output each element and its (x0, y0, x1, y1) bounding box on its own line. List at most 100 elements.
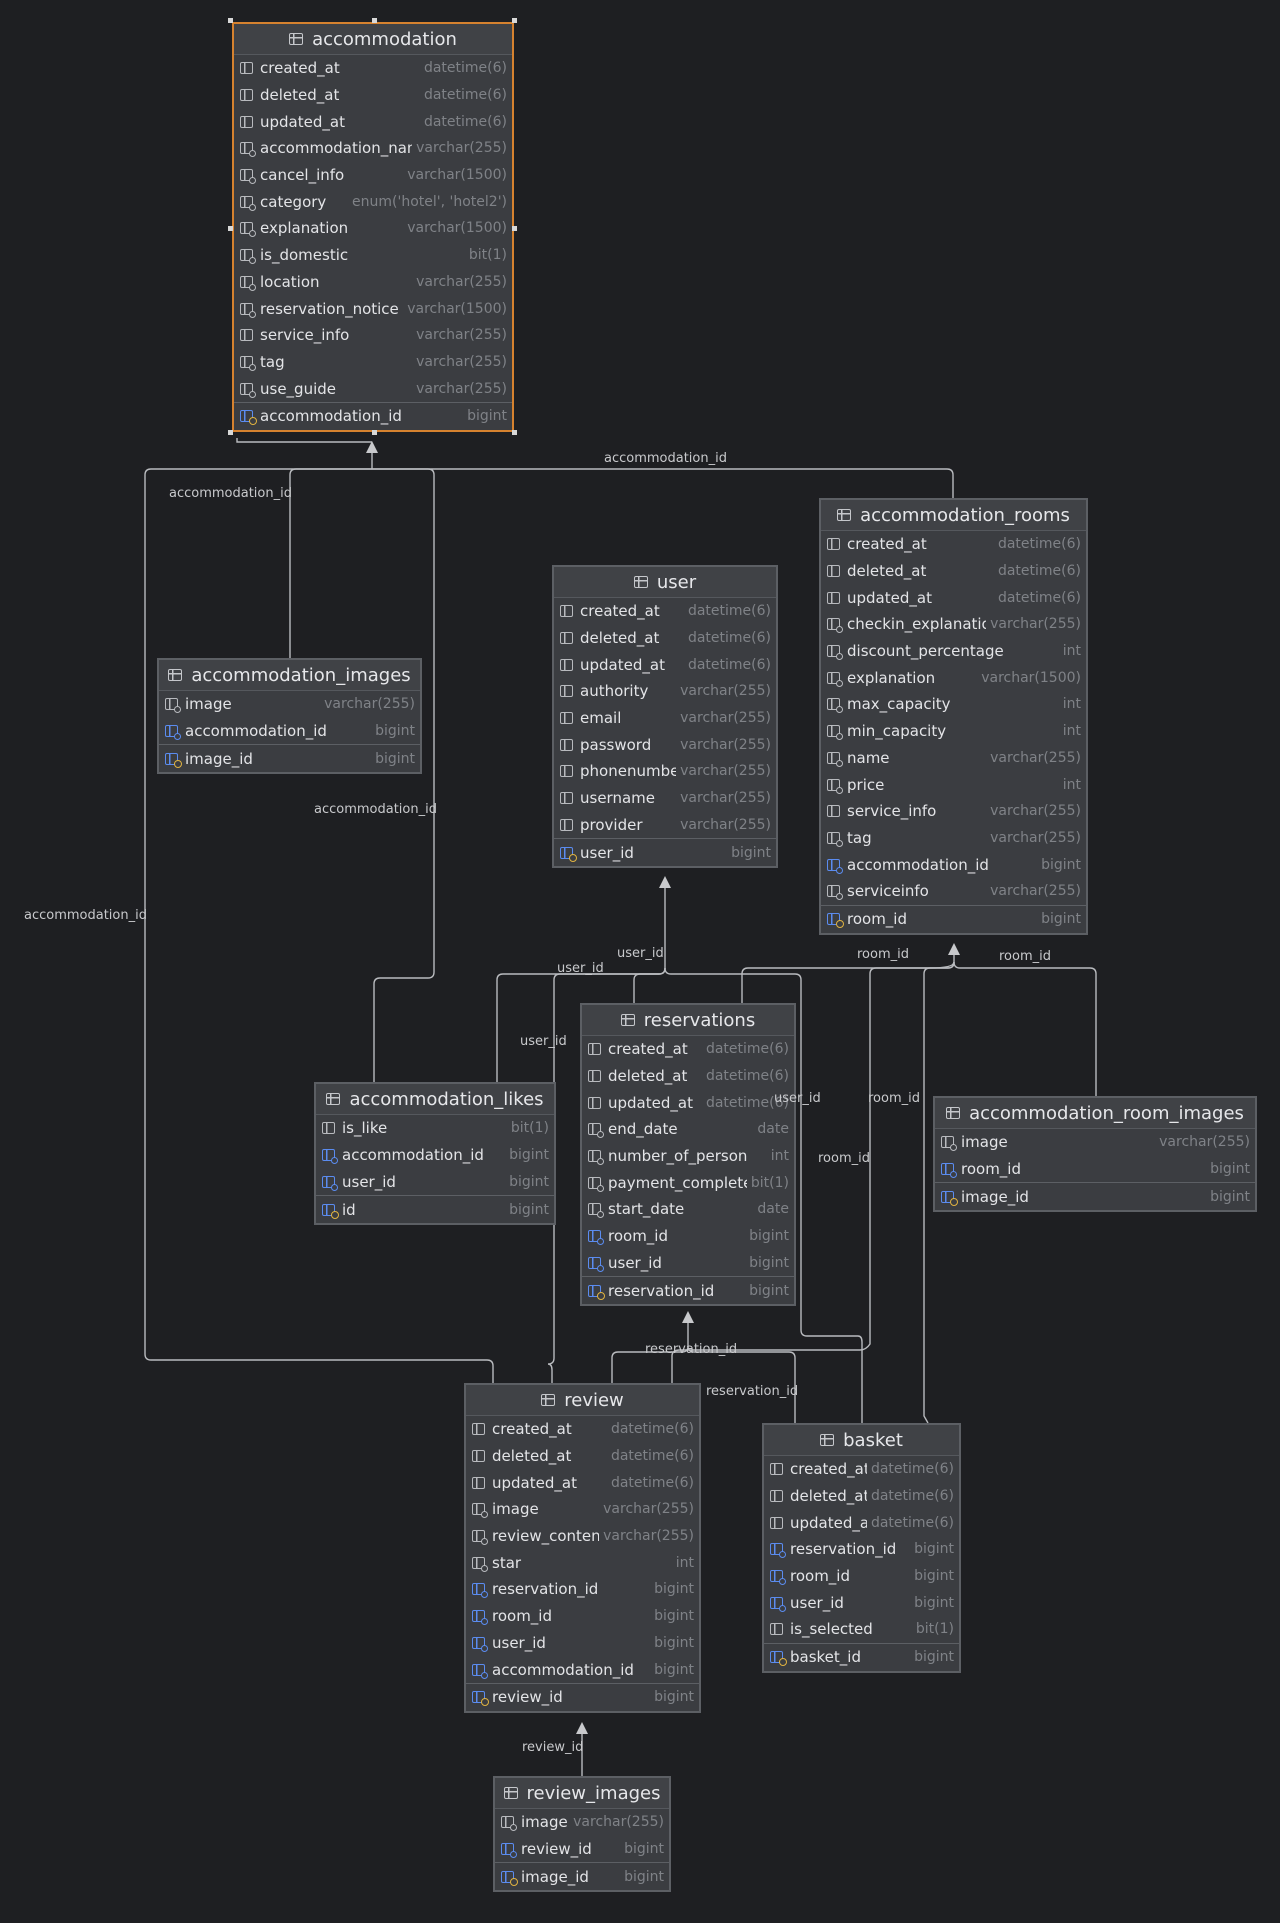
table-header[interactable]: review (466, 1385, 699, 1416)
table-header[interactable]: user (554, 567, 776, 598)
table-header[interactable]: accommodation_room_images (935, 1098, 1255, 1129)
relationship-line[interactable] (953, 961, 1097, 1096)
resize-handle[interactable] (512, 18, 517, 23)
table-header[interactable]: accommodation_images (159, 660, 420, 691)
relationship-line[interactable] (633, 967, 666, 1003)
relationship-line[interactable] (144, 468, 494, 1383)
resize-handle[interactable] (512, 430, 517, 436)
table-header[interactable]: basket (764, 1425, 959, 1456)
table-header[interactable]: accommodation_rooms (821, 500, 1086, 531)
resize-handle[interactable] (228, 18, 233, 23)
resize-handle[interactable] (372, 18, 377, 23)
table-header[interactable]: reservations (582, 1005, 794, 1036)
relationship-line[interactable] (372, 468, 954, 498)
resize-handle[interactable] (228, 430, 233, 436)
table-header[interactable]: accommodation_likes (316, 1084, 554, 1115)
resize-handle[interactable] (228, 226, 233, 232)
resize-handle[interactable] (372, 430, 377, 436)
relationship-line[interactable] (741, 952, 955, 1003)
relationship-line[interactable] (372, 468, 435, 1082)
relationship-line[interactable] (289, 468, 372, 658)
